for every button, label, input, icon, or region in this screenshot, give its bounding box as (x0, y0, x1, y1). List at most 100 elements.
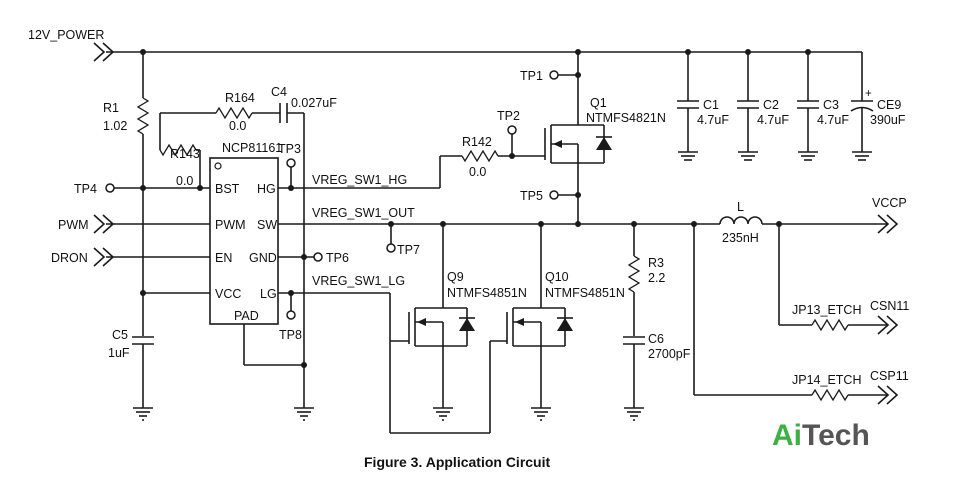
jp13-etch-icon (811, 318, 849, 332)
current-sense-csn: JP13_ETCH CSN11 (778, 224, 909, 335)
resistor-r143-icon (159, 143, 197, 157)
ic-pin-gnd: GND (249, 251, 277, 265)
hg-net: TP3 VREG_SW1_HG TP2 R142 0.0 (278, 109, 545, 191)
q1-part: NTMFS4821N (586, 111, 666, 125)
pwm-port-label: PWM (58, 218, 89, 232)
ce9-ref: CE9 (877, 98, 901, 112)
csn-port-label: CSN11 (870, 299, 909, 313)
inductor-l-icon (719, 216, 763, 225)
ic-ncp81161: NCP81161 BST PWM EN VCC HG SW GND LG PAD (209, 141, 282, 325)
tp8-label: TP8 (279, 328, 302, 342)
ic-pin-pwm: PWM (215, 218, 246, 232)
ic-pin-lg: LG (260, 287, 277, 301)
tp8-testpoint-icon (286, 310, 296, 320)
snubber-r3-c6: R3 2.2 C6 2700pF (623, 224, 691, 421)
csn-port-arrow-icon (877, 315, 899, 335)
ic-pin-en: EN (215, 251, 232, 265)
ic-pin-vcc: VCC (215, 287, 241, 301)
resistor-r1-icon (136, 97, 150, 135)
ic-pin-sw: SW (257, 218, 277, 232)
r1-value: 1.02 (103, 119, 127, 133)
mosfet-q1: TP1 TP5 Q1 NTMFS4821N (520, 52, 666, 224)
c5-value: 1uF (108, 346, 130, 360)
r3-ref: R3 (648, 256, 664, 270)
tp3-testpoint-icon (286, 158, 296, 168)
input-ports: TP4 PWM DRON (51, 182, 210, 294)
csp-port-arrow-icon (877, 385, 899, 405)
watermark-part-ai: Ai (772, 419, 802, 452)
tp4-label: TP4 (74, 182, 97, 196)
bootstrap-network: R164 0.0 C4 0.027uF R143 0.0 (159, 85, 337, 408)
csp-port-label: CSP11 (870, 369, 909, 383)
q1-ref: Q1 (590, 96, 607, 110)
tp6-testpoint-icon (313, 252, 323, 262)
ic-pin-bst: BST (215, 182, 240, 196)
r164-value: 0.0 (229, 119, 246, 133)
figure-caption: Figure 3. Application Circuit (364, 454, 551, 470)
current-sense-csp: JP14_ETCH CSP11 (693, 224, 909, 405)
c5-ref: C5 (112, 328, 128, 342)
q10-ref: Q10 (545, 270, 569, 284)
ce9-value: 390uF (870, 113, 906, 127)
c6-value: 2700pF (648, 347, 691, 361)
r1-ref: R1 (103, 101, 119, 115)
r1-c5-branch: R1 1.02 C5 1uF (103, 52, 154, 421)
q9-body-diode-icon (459, 318, 475, 331)
tp1-testpoint-icon (549, 70, 559, 80)
r143-value: 0.0 (176, 174, 193, 188)
c3-ref: C3 (823, 98, 839, 112)
ground-c6-icon (624, 407, 644, 421)
q9-part: NTMFS4851N (447, 286, 527, 300)
c2-ref: C2 (763, 98, 779, 112)
mosfet-q10: Q10 NTMFS4851N (506, 224, 625, 421)
q10-part: NTMFS4851N (545, 286, 625, 300)
tp7-label: TP7 (397, 243, 420, 257)
c4-value: 0.027uF (291, 96, 337, 110)
ground-c5-icon (133, 407, 153, 421)
r3-value: 2.2 (648, 271, 665, 285)
jp14-etch-icon (811, 388, 849, 402)
ic-name: NCP81161 (222, 141, 282, 155)
tp7-testpoint-icon (386, 243, 396, 253)
q9-ref: Q9 (447, 270, 464, 284)
resistor-r164-icon (215, 106, 253, 120)
tp6-label: TP6 (326, 251, 349, 265)
r164-ref: R164 (225, 91, 255, 105)
watermark-part-tech: Tech (802, 419, 870, 452)
q10-body-diode-icon (557, 318, 573, 331)
ce9-polarity: + (865, 88, 872, 100)
input-capacitor-bank: C1 4.7uF C2 4.7uF C3 4.7uF + CE9 390uF (677, 52, 906, 161)
c2-value: 4.7uF (757, 113, 789, 127)
watermark-logo: AiTech (772, 419, 870, 452)
l-value: 235nH (722, 231, 759, 245)
tp1-label: TP1 (520, 69, 543, 83)
mosfet-q9: Q9 NTMFS4851N (408, 224, 527, 421)
c1-value: 4.7uF (697, 113, 729, 127)
output-stage: L 235nH VCCP (719, 196, 907, 245)
c1-ref: C1 (703, 98, 719, 112)
vccp-port-label: VCCP (872, 196, 907, 210)
tp4-testpoint-icon (105, 183, 115, 193)
ic-pin-pad: PAD (234, 309, 259, 323)
resistor-r3-icon (627, 255, 641, 293)
net-label-12v-power: 12V_POWER (28, 28, 104, 42)
sw-net-label: VREG_SW1_OUT (312, 206, 415, 220)
ic-pin-hg: HG (257, 182, 276, 196)
ground-q10-icon (531, 407, 551, 421)
tp2-testpoint-icon (507, 125, 517, 135)
dron-port-label: DRON (51, 251, 88, 265)
ground-q9-icon (433, 407, 453, 421)
vccp-port-arrow-icon (877, 214, 899, 234)
ic-ground (243, 324, 314, 421)
r143-ref: R143 (170, 147, 200, 161)
power-rail-12v: 12V_POWER (28, 28, 862, 62)
jp14-ref: JP14_ETCH (792, 373, 861, 387)
resistor-r142-icon (461, 149, 499, 163)
c4-ref: C4 (271, 85, 287, 99)
r142-ref: R142 (462, 135, 492, 149)
r142-value: 0.0 (469, 165, 486, 179)
tp5-label: TP5 (520, 189, 543, 203)
tp5-testpoint-icon (549, 190, 559, 200)
lg-net: TP8 VREG_SW1_LG (278, 274, 507, 434)
